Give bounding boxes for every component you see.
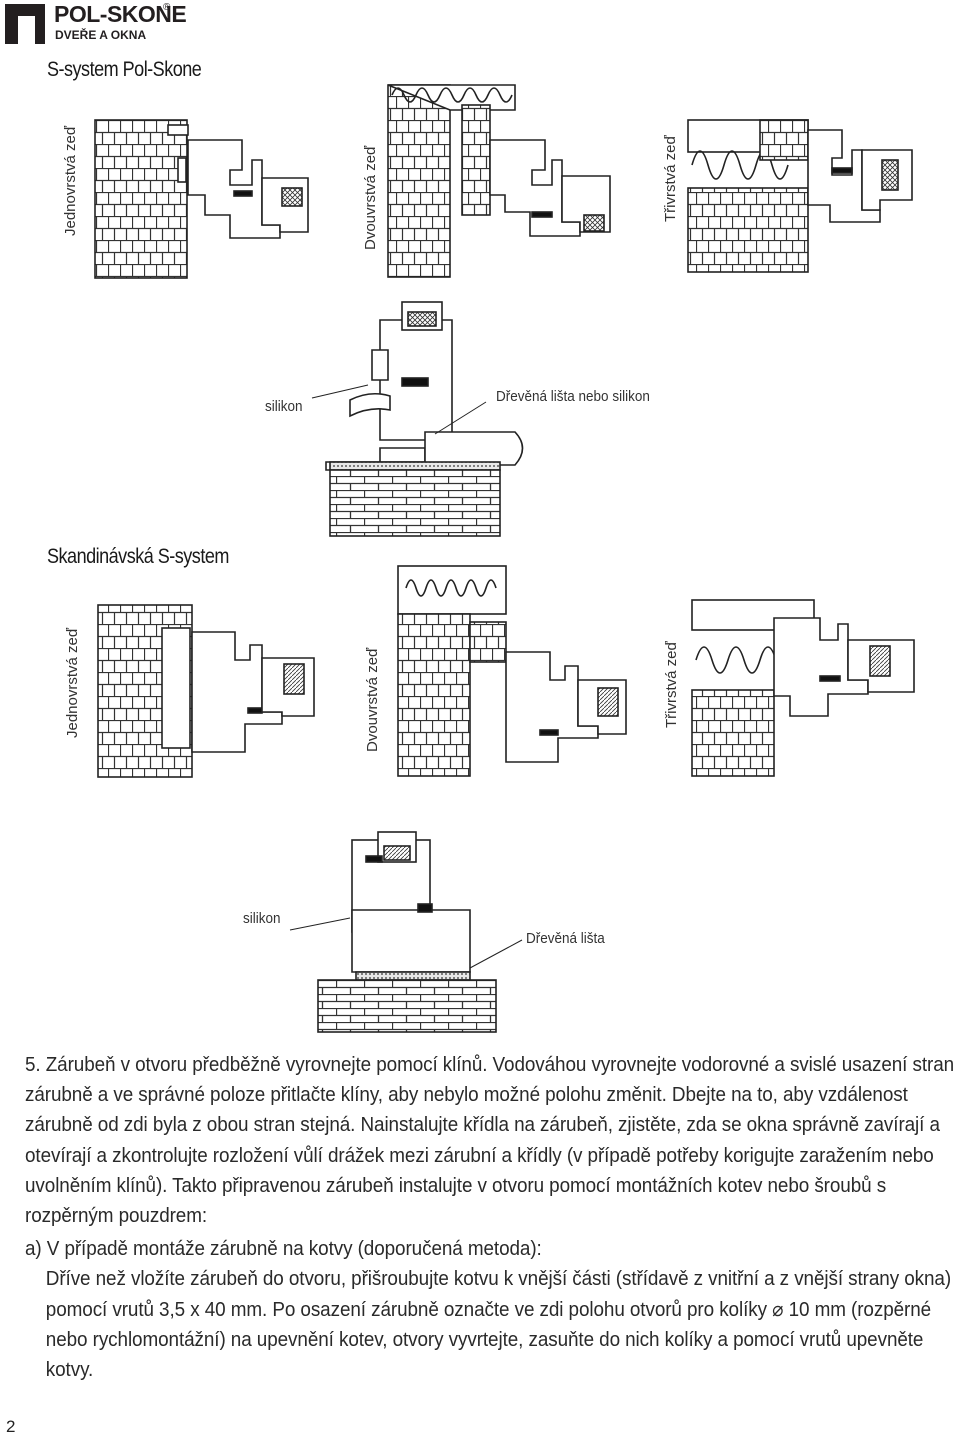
instructions: 5. Zárubeň v otvoru předběžně vyrovnejte… [25, 1050, 960, 1385]
diameter-icon: ⌀ [772, 1298, 784, 1321]
s1-label-double-wall: Dvouvrstvá zeď [362, 145, 379, 250]
s2-label-single-wall: Jednovrstvá zeď [64, 627, 81, 738]
logo-mark-notch [18, 16, 35, 44]
s1-label-single-wall: Jednovrstvá zeď [62, 125, 79, 236]
anchor-body-part-1: Dříve než vložíte zárubeň do otvoru, při… [45, 1268, 952, 1321]
s2-label-silicone: silikon [243, 910, 281, 927]
s2-label-sill-note: Dřevěná lišta [526, 930, 605, 947]
brand-tagline: DVEŘE A OKNA [55, 28, 147, 42]
page-number: 2 [6, 1417, 16, 1436]
s2-label-triple-wall: Třivrstvá zeď [663, 641, 680, 728]
s2-label-double-wall: Dvouvrstvá zeď [364, 647, 381, 752]
s1-label-silicone: silikon [265, 398, 303, 415]
instructions-anchor-title: a) V případě montáže zárubně na kotvy (d… [25, 1238, 542, 1261]
registered-mark: ® [163, 2, 171, 13]
s1-label-sill-note: Dřevěná lišta nebo silikon [496, 388, 650, 405]
instructions-anchor-body: Dříve než vložíte zárubeň do otvoru, při… [25, 1264, 960, 1385]
brand-name: POL-SKONE [54, 1, 187, 27]
s1-label-triple-wall: Třivrstvá zeď [662, 135, 679, 222]
section1-title: S-system Pol-Skone [47, 58, 202, 81]
instructions-step-5: 5. Zárubeň v otvoru předběžně vyrovnejte… [25, 1054, 955, 1228]
anchor-body-part-2: 10 mm (rozpěrné nebo rychlomontážní) na … [45, 1298, 932, 1382]
section2-title: Skandinávská S-system [47, 545, 229, 568]
